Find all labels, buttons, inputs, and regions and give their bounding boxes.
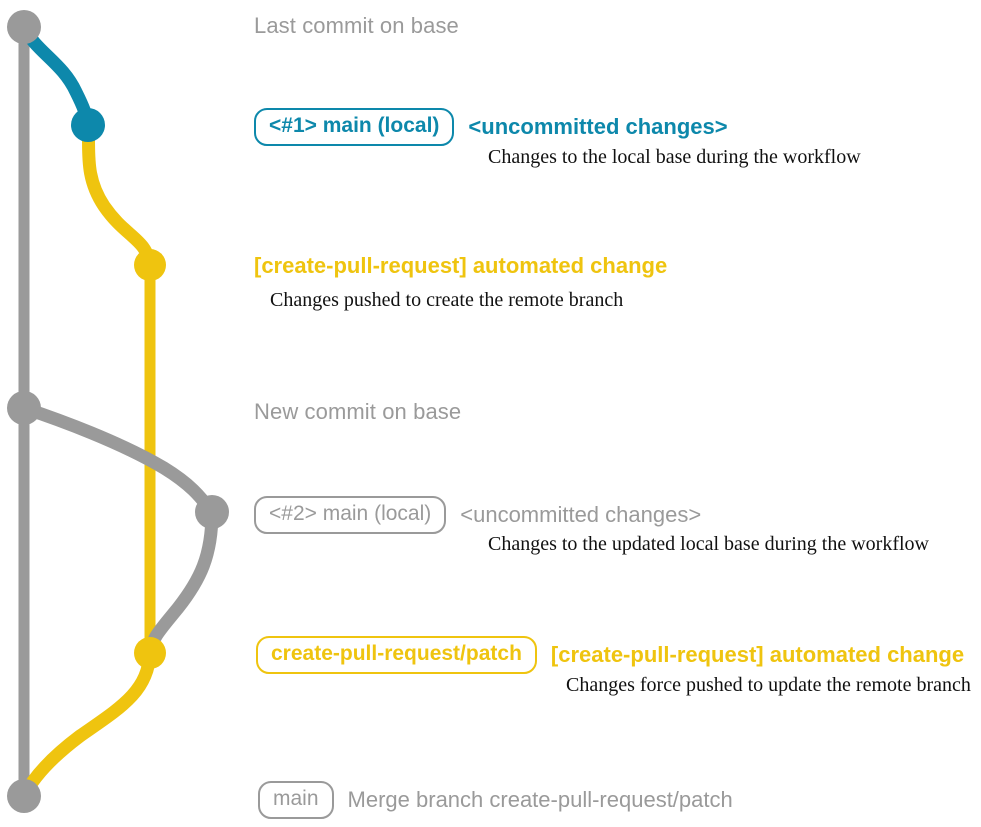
patch-merge-line: [17, 646, 157, 803]
patch-branch-line-upper: [81, 118, 157, 272]
row-new-commit-on-base: New commit on base: [254, 399, 461, 425]
row-commit-4-automated: create-pull-request/patch [create-pull-r…: [256, 636, 965, 675]
commit-message-2: [create-pull-request] automated change: [254, 253, 668, 278]
badge-main-local-1[interactable]: <#1> main (local): [254, 108, 455, 147]
badge-main[interactable]: main: [258, 781, 334, 820]
local-branch-line-blue: [17, 20, 95, 132]
commit-message-1: <uncommitted changes>: [468, 114, 728, 140]
commit-node-local-2[interactable]: [195, 495, 229, 529]
commit-node-base-new[interactable]: [7, 391, 41, 425]
local-branch-line-gray: [17, 401, 219, 519]
note-commit-2: Changes pushed to create the remote bran…: [270, 289, 624, 311]
note-commit-1: Changes to the local base during the wor…: [488, 146, 861, 168]
badge-main-local-2[interactable]: <#2> main (local): [254, 496, 447, 535]
row-commit-1-local: <#1> main (local) <uncommitted changes>: [254, 108, 728, 147]
commit-node-patch-1[interactable]: [134, 249, 166, 281]
row-last-commit-on-base: Last commit on base: [254, 13, 459, 39]
note-commit-3: Changes to the updated local base during…: [488, 533, 929, 555]
badge-create-pull-request-patch[interactable]: create-pull-request/patch: [256, 636, 537, 675]
heading-new-commit-on-base: New commit on base: [254, 399, 462, 424]
local-to-patch-line-gray: [143, 505, 219, 660]
commit-node-local-1[interactable]: [71, 108, 105, 142]
heading-last-commit-on-base: Last commit on base: [254, 13, 459, 38]
note-commit-4: Changes force pushed to update the remot…: [566, 674, 971, 696]
commit-message-4: [create-pull-request] automated change: [550, 642, 965, 668]
commit-node-base-merge[interactable]: [7, 779, 41, 813]
commit-node-base-top[interactable]: [7, 10, 41, 44]
row-commit-2-automated: [create-pull-request] automated change: [254, 253, 667, 279]
row-commit-3-local: <#2> main (local) <uncommitted changes>: [254, 496, 702, 535]
row-commit-5-merge: main Merge branch create-pull-request/pa…: [258, 781, 733, 820]
commit-message-5: Merge branch create-pull-request/patch: [347, 787, 733, 813]
commit-message-3: <uncommitted changes>: [460, 502, 702, 528]
commit-node-patch-2[interactable]: [134, 637, 166, 669]
